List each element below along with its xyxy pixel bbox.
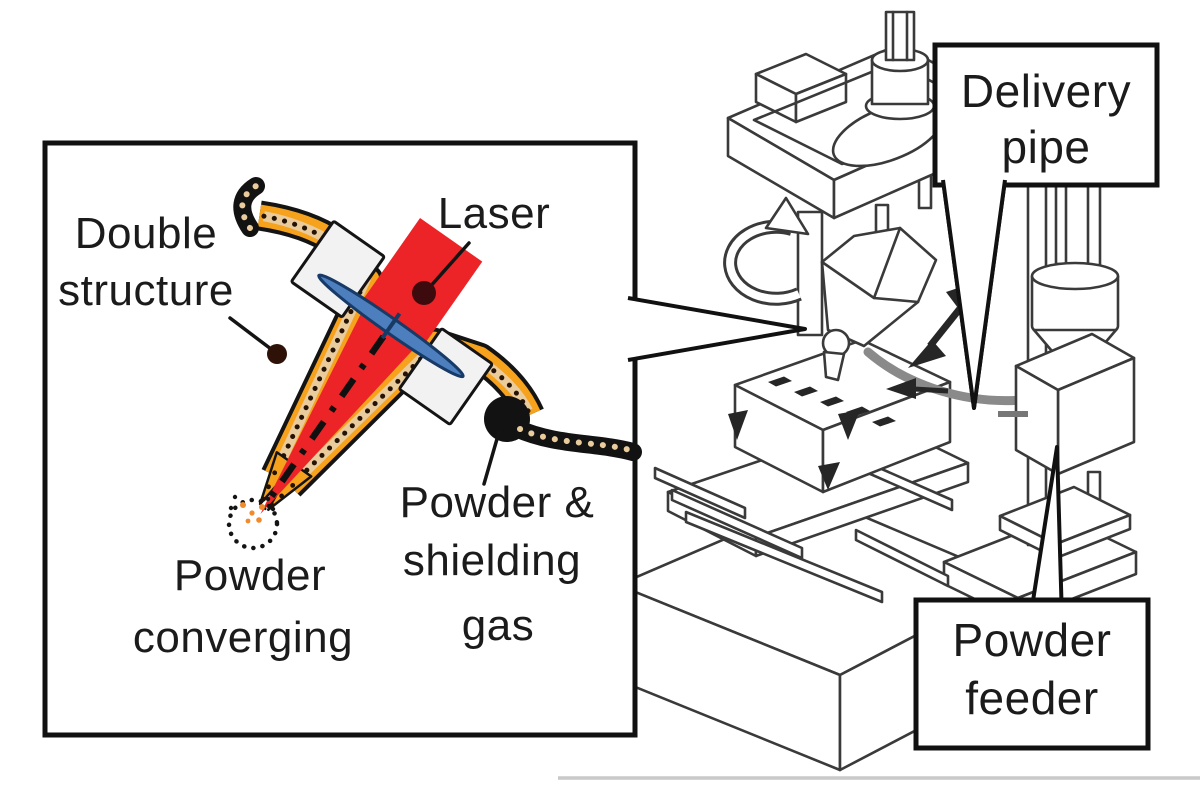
laser-dot (412, 281, 436, 305)
powder-feeder-box (913, 597, 1151, 751)
motor-shaft (884, 10, 916, 62)
head-nozzle-tip (822, 350, 846, 382)
label-powder-shielding-line2: shielding (403, 536, 581, 585)
inset-panel: Double structure Laser Powder & shieldin… (42, 140, 807, 738)
feeder-box (1014, 332, 1136, 476)
motion-arrows (728, 410, 860, 490)
label-powder-shielding-line1: Powder & (400, 478, 595, 527)
laser-leader (427, 241, 471, 290)
rotation-arrowhead-icon (764, 196, 810, 236)
rail (854, 528, 950, 588)
callout-feeder-line2: feeder (965, 672, 1098, 724)
label-powder-converging-line2: converging (133, 613, 353, 662)
label-laser: Laser (438, 189, 551, 238)
callout-delivery-line1: Delivery (961, 65, 1131, 117)
arrow-icon (818, 462, 840, 490)
label-double-structure-line2: structure (58, 266, 234, 315)
double-structure-leader (228, 316, 273, 351)
workpiece-block (733, 338, 952, 494)
lens-mount-right (398, 327, 494, 426)
laser-beam-collimated (362, 218, 483, 344)
powder-feeder-pointer (1028, 445, 1064, 621)
pipe-arrow-icon (886, 378, 916, 399)
rail (684, 510, 884, 604)
arrow-icon (728, 410, 748, 440)
inset-labels: Double structure Laser Powder & shieldin… (58, 189, 594, 662)
delivery-pipe-box (932, 42, 1160, 188)
callout-feeder-line1: Powder (953, 614, 1112, 666)
powder-converging-spot (226, 494, 280, 551)
callout-delivery-pipe: Delivery pipe (932, 42, 1160, 410)
callout-powder-feeder: Powder feeder (913, 445, 1151, 751)
focus-dotted-circle (226, 497, 280, 551)
callout-delivery-line2: pipe (1002, 121, 1091, 173)
label-double-structure-line1: Double (75, 209, 217, 258)
inset-pointer-wedge (627, 296, 807, 362)
arrow-icon (838, 410, 860, 440)
powder-gas-leader (482, 430, 501, 486)
lens-mount-left (290, 220, 386, 318)
rail (653, 466, 747, 520)
powder-feeder-unit (998, 261, 1136, 560)
label-powder-converging-line1: Powder (174, 551, 326, 600)
rotation-arrow (723, 196, 810, 306)
label-powder-shielding-line3: gas (462, 601, 534, 650)
powder-inlet-tubes (233, 177, 642, 461)
double-structure-dot (267, 344, 287, 364)
laser-beam-cone (260, 298, 424, 515)
optical-axis (260, 334, 387, 511)
